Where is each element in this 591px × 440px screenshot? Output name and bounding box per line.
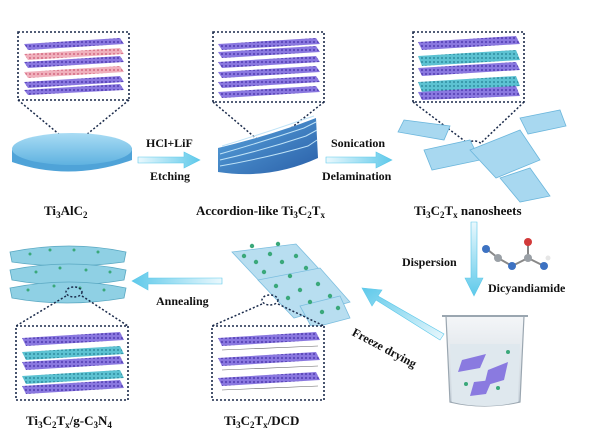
- step-etching: Etching: [150, 169, 191, 183]
- step-hcl-lif: HCl+LiF: [146, 136, 193, 150]
- step-annealing: Annealing: [156, 294, 209, 308]
- arrow-delamination: [325, 151, 393, 169]
- label-dcd: Ti3C2Tx/DCD: [224, 413, 300, 430]
- nanosheets-inset: [412, 31, 525, 103]
- label-gcn: Ti3C2Tx/g-C3N4: [26, 413, 112, 430]
- ti3alc2-disk: [12, 133, 132, 172]
- label-nanosheets: Ti3C2Tx nanosheets: [414, 203, 522, 220]
- nanosheets-flakes: [397, 109, 567, 203]
- dcd-inset: [211, 325, 325, 401]
- gcn-zoom-lines: [15, 286, 129, 327]
- step-dicyandiamide: Dicyandiamide: [488, 281, 566, 295]
- step-delamination: Delamination: [322, 169, 392, 183]
- step-sonication: Sonication: [331, 136, 386, 150]
- arrow-annealing: [131, 271, 223, 291]
- accordion-stack: [218, 115, 318, 175]
- beaker: [442, 315, 528, 407]
- dcd-zoom-lines: [211, 294, 325, 327]
- arrow-dispersion: [464, 221, 484, 297]
- accordion-inset: [212, 31, 325, 103]
- arrow-freeze-drying: [361, 287, 445, 341]
- gcn-inset: [15, 325, 129, 401]
- ti3alc2-inset: [17, 31, 130, 101]
- dcd-sheets: [231, 241, 351, 329]
- gcn-sheets: [9, 245, 127, 304]
- label-ti3alc2: Ti3AlC2: [44, 203, 88, 220]
- arrow-etching: [137, 151, 201, 169]
- label-accordion: Accordion-like Ti3C2Tx: [196, 203, 325, 220]
- step-dispersion: Dispersion: [402, 255, 457, 269]
- dicyandiamide-molecule: [482, 238, 551, 270]
